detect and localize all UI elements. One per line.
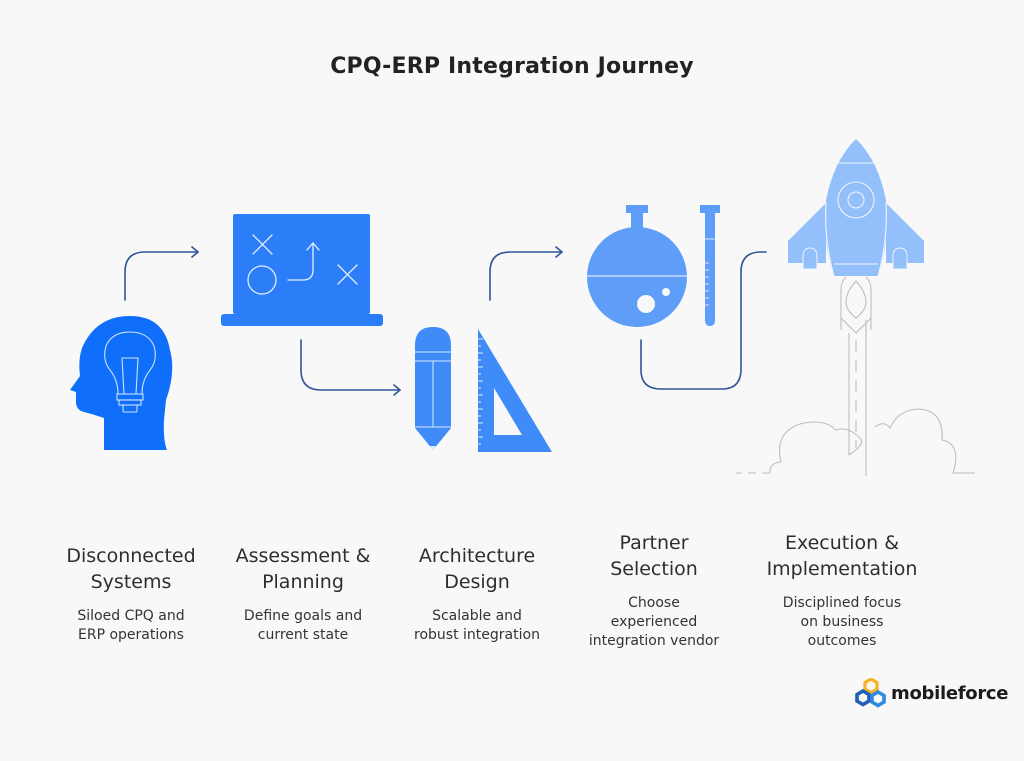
head-lightbulb-icon [70,316,173,450]
hexagon-chain-icon [855,678,886,708]
flask-testtube-icon [587,205,720,327]
connector-line-4 [640,251,767,390]
test-tube-icon [700,205,720,326]
mobileforce-logo: mobileforce [855,678,1009,708]
step-disconnected-systems: Disconnected Systems Siloed CPQ and ERP … [46,543,216,645]
connector-arrow-2 [300,339,401,396]
step-title: Disconnected Systems [66,545,196,593]
pencil-icon [415,327,451,450]
step-description: Scalable and robust integration [414,608,540,643]
flask-icon [587,205,687,327]
pencil-ruler-icon [415,327,552,452]
step-title: Architecture Design [418,545,536,593]
logo-text: mobileforce [891,682,1009,704]
step-description: Siloed CPQ and ERP operations [77,608,185,643]
set-square-icon [478,329,552,452]
connector-arrow-1 [124,246,199,301]
step-title: Assessment & Planning [235,545,371,593]
step-title: Execution & Implementation [766,532,918,580]
step-assessment-planning: Assessment & Planning Define goals and c… [218,543,388,645]
step-architecture-design: Architecture Design Scalable and robust … [392,543,562,645]
rocket-launch-icon [736,139,975,476]
page-title: CPQ-ERP Integration Journey [330,54,694,79]
connectors [124,246,767,396]
smoke-cloud-icon [736,408,975,474]
rocket-icon [788,139,924,277]
step-description: Disciplined focus on business outcomes [782,595,902,649]
connector-arrow-3 [489,246,563,301]
laptop-strategy-icon [221,214,383,326]
step-title: Partner Selection [610,532,698,580]
step-partner-selection: Partner Selection Choose experienced int… [569,530,739,651]
step-description: Choose experienced integration vendor [588,595,720,649]
step-description: Define goals and current state [243,608,363,643]
step-execution-implementation: Execution & Implementation Disciplined f… [752,530,932,651]
exhaust-trail-icon [840,276,872,476]
